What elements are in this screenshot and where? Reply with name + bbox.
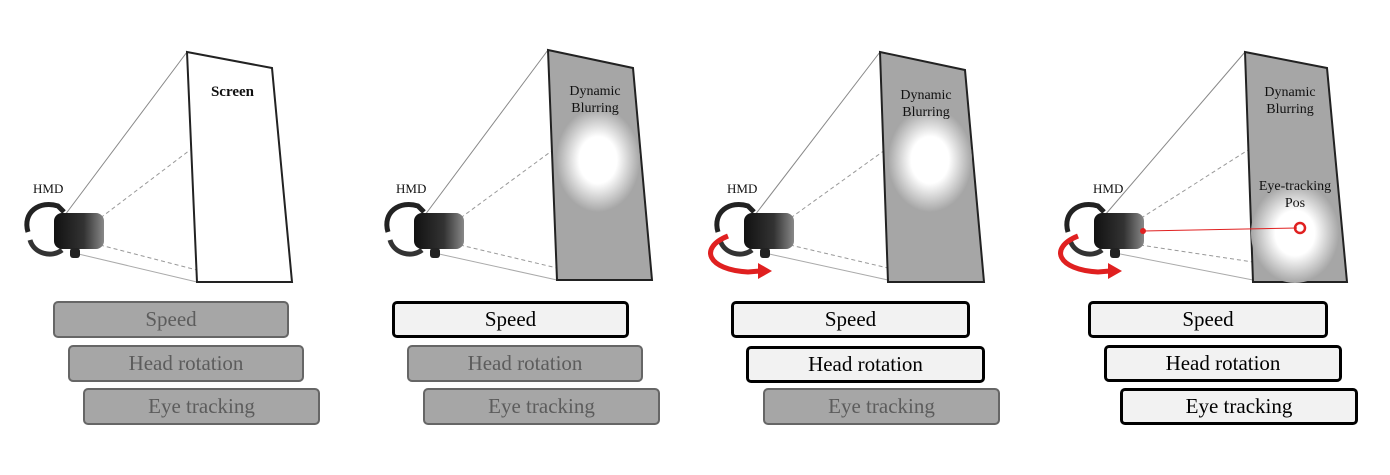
screen [185,50,294,283]
head-rotation-arrow-icon [1058,233,1122,279]
panel-2-speed: HMD Dynamic Blurring Speed Head rotation… [360,0,707,475]
vr-scene [384,48,654,281]
panel-3-head-rotation: HMD Dynamic Blurring Speed Head rotation… [690,0,1037,475]
blur-spot [888,108,972,212]
blur-spot [556,108,640,212]
panel-4-eye-tracking: HMD Dynamic Blurring Eye-tracking Pos Sp… [1040,0,1387,475]
vr-scene [708,50,986,283]
hmd-headset-icon [1064,202,1144,258]
speed-box: Speed [731,301,970,338]
head-rotation-box: Head rotation [1104,345,1342,382]
hmd-headset-icon [714,202,794,258]
hmd-headset-icon [24,202,104,258]
screen-label: Dynamic Blurring [1264,85,1316,117]
screen-label: Dynamic Blurring [569,84,621,116]
head-rotation-box: Head rotation [407,345,643,382]
gaze-target-icon [1293,221,1307,235]
head-rotation-box: Head rotation [746,346,985,383]
eye-tracking-pos-label: Eye-tracking Pos [1258,179,1332,211]
hmd-label: HMD [396,181,427,196]
speed-box: Speed [53,301,289,338]
head-rotation-arrow-icon [708,233,772,279]
eye-tracking-box: Eye tracking [1120,388,1358,425]
speed-box: Speed [1088,301,1328,338]
hmd-label: HMD [1093,181,1124,196]
screen-label: Dynamic Blurring [900,88,952,120]
hmd-headset-icon [384,202,464,258]
blur-spot [1251,183,1339,283]
eye-tracking-box: Eye tracking [83,388,320,425]
vr-scene [24,50,294,283]
gaze-ray-icon [1140,221,1307,235]
screen-label: Screen [210,84,255,100]
eye-tracking-box: Eye tracking [423,388,660,425]
speed-box: Speed [392,301,629,338]
hmd-label: HMD [727,181,758,196]
panel-1-baseline: HMD Screen Speed Head rotation Eye track… [0,0,347,475]
vr-scene [1058,50,1349,283]
head-rotation-box: Head rotation [68,345,304,382]
eye-tracking-box: Eye tracking [763,388,1000,425]
hmd-label: HMD [33,181,64,196]
